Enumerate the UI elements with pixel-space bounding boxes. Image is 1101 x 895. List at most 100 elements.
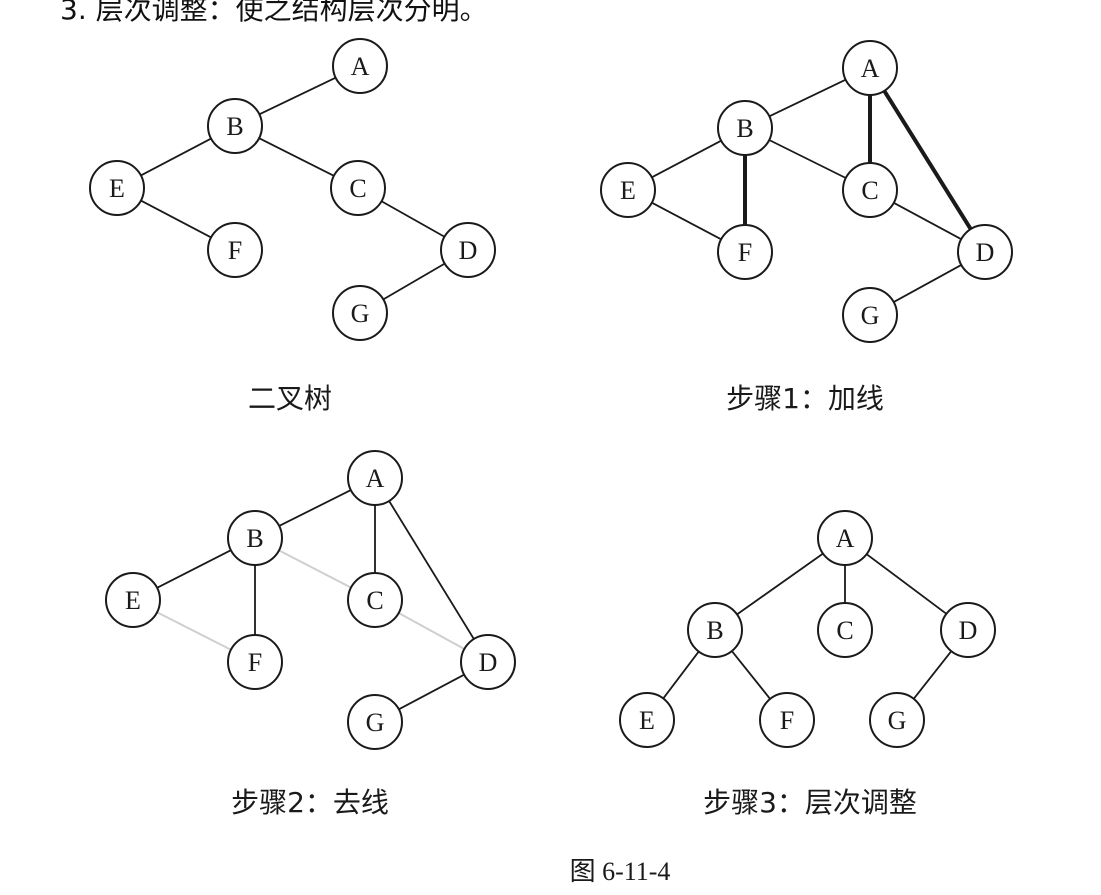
node-label: D <box>459 236 478 265</box>
edge-d-g <box>397 673 466 711</box>
node-circle <box>717 100 773 156</box>
node-label: A <box>366 464 385 493</box>
edge-c-d <box>380 200 446 238</box>
node-label: F <box>780 706 794 735</box>
node-circle <box>105 572 161 628</box>
node-f: F <box>717 224 773 280</box>
node-circle <box>460 634 516 690</box>
node-c: C <box>347 572 403 628</box>
panel-title: 步骤3：层次调整 <box>703 786 917 819</box>
node-circle <box>440 222 496 278</box>
edge-e-f <box>650 201 723 241</box>
node-label: E <box>620 176 636 205</box>
node-circle <box>347 694 403 750</box>
node-b: B <box>207 98 263 154</box>
node-a: A <box>332 38 388 94</box>
edge-d-g <box>892 264 963 303</box>
node-e: E <box>600 162 656 218</box>
node-b: B <box>687 602 743 658</box>
node-circle <box>332 38 388 94</box>
node-label: E <box>639 706 655 735</box>
edge-a-b <box>258 76 337 116</box>
node-d: D <box>957 224 1013 280</box>
edge-a-b <box>768 78 847 118</box>
node-b: B <box>717 100 773 156</box>
edge-b-e <box>662 650 700 700</box>
node-circle <box>347 450 403 506</box>
edge-c-d-removed <box>397 611 466 651</box>
node-circle <box>600 162 656 218</box>
edge-a-d <box>865 553 948 615</box>
node-label: B <box>246 524 263 553</box>
node-circle <box>227 634 283 690</box>
node-circle <box>89 160 145 216</box>
node-circle <box>842 40 898 96</box>
node-label: E <box>109 174 125 203</box>
node-circle <box>687 602 743 658</box>
node-circle <box>347 572 403 628</box>
node-g: G <box>842 287 898 343</box>
figure-caption: 图 6-11-4 <box>570 857 671 886</box>
node-label: F <box>228 236 242 265</box>
node-label: A <box>861 54 880 83</box>
node-circle <box>957 224 1013 280</box>
node-a: A <box>347 450 403 506</box>
node-d: D <box>940 602 996 658</box>
node-circle <box>619 692 675 748</box>
panel-title: 二叉树 <box>248 382 332 415</box>
edge-e-f <box>140 199 212 239</box>
node-label: B <box>706 616 723 645</box>
node-d: D <box>460 634 516 690</box>
node-label: C <box>836 616 853 645</box>
edge-a-d <box>388 500 475 640</box>
node-e: E <box>89 160 145 216</box>
node-label: G <box>861 301 880 330</box>
node-circle <box>759 692 815 748</box>
node-label: B <box>736 114 753 143</box>
node-label: D <box>479 648 498 677</box>
node-label: G <box>888 706 907 735</box>
panel-binary-tree: A B C D E F G 二叉树 <box>89 38 496 415</box>
node-label: C <box>861 176 878 205</box>
node-a: A <box>817 510 873 566</box>
node-label: D <box>976 238 995 267</box>
edge-b-c-removed <box>277 549 353 589</box>
node-label: C <box>366 586 383 615</box>
node-circle <box>330 160 386 216</box>
edge-b-f <box>730 650 772 700</box>
edge-a-b <box>278 489 352 527</box>
node-circle <box>332 285 388 341</box>
node-d: D <box>440 222 496 278</box>
node-f: F <box>207 222 263 278</box>
node-label: A <box>351 52 370 81</box>
node-f: F <box>227 634 283 690</box>
node-circle <box>869 692 925 748</box>
node-f: F <box>759 692 815 748</box>
node-circle <box>842 287 898 343</box>
node-b: B <box>227 510 283 566</box>
edge-b-e <box>140 137 212 177</box>
node-circle <box>717 224 773 280</box>
node-g: G <box>332 285 388 341</box>
node-c: C <box>817 602 873 658</box>
edge-a-d-bold <box>882 88 973 232</box>
node-c: C <box>330 160 386 216</box>
edge-b-c <box>768 139 847 179</box>
node-circle <box>207 98 263 154</box>
edge-d-g <box>382 262 446 301</box>
node-a: A <box>842 40 898 96</box>
panel-step3: A B C D E F G 步骤3：层次调整 <box>619 510 996 819</box>
edge-a-b <box>736 552 824 616</box>
edge-e-f-removed <box>156 611 232 651</box>
node-label: G <box>366 708 385 737</box>
node-label: A <box>836 524 855 553</box>
node-label: F <box>738 238 752 267</box>
node-circle <box>817 602 873 658</box>
node-label: C <box>349 174 366 203</box>
caption-top-fragment: 3. 层次调整：使之结构层次分明。 <box>60 0 488 26</box>
node-label: B <box>226 112 243 141</box>
node-circle <box>817 510 873 566</box>
